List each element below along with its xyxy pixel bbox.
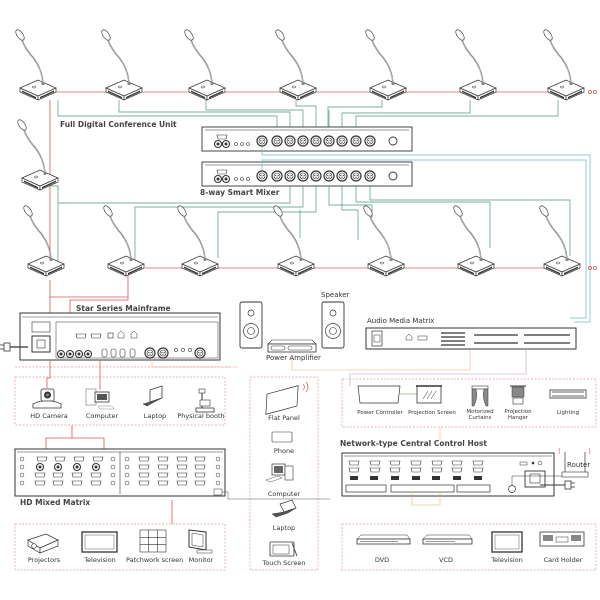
smart-mixer-2: [201, 161, 413, 187]
controlled-devices-group: [341, 378, 597, 428]
input-devices-group: [14, 376, 226, 426]
power-controller-icon: [357, 385, 401, 404]
conference-unit: [182, 27, 226, 101]
matrix-output-link: [349, 348, 527, 386]
laptop-icon-mobile: [271, 499, 297, 518]
label-mainframe: Star Series Mainframe: [76, 304, 171, 313]
label-lighting: Lighting: [556, 410, 580, 416]
matrix-host-link: [222, 491, 330, 500]
vcd-player-icon: [422, 534, 473, 545]
conference-unit: [175, 203, 219, 277]
television-icon: [81, 531, 118, 553]
conference-units-bottom: [21, 203, 581, 277]
label-speaker: Speaker: [321, 291, 350, 299]
dvd-player-icon: [356, 534, 411, 545]
projection-screen-icon: [416, 385, 442, 404]
projector-hanger-icon: [510, 385, 526, 405]
conference-unit: [101, 203, 145, 277]
phone-icon: [271, 431, 293, 443]
label-projection-hanger: Projection Hanger: [504, 409, 532, 421]
monitor-icon: [188, 529, 213, 554]
conference-unit: [453, 27, 497, 101]
label-card-holder: Card Holder: [543, 556, 583, 564]
label-smart-mixer: 8-way Smart Mixer: [200, 188, 280, 197]
display-outputs-group: [14, 523, 226, 571]
mobile-devices-group: [249, 376, 319, 571]
conference-unit: [537, 203, 581, 277]
label-conference-unit: Full Digital Conference Unit: [60, 120, 177, 129]
speaker-right: [321, 301, 345, 349]
label-projection-screen: Projection Screen: [408, 410, 456, 416]
label-motorized-curtains: Motorized Curtains: [466, 409, 494, 421]
label-television-media: Television: [491, 556, 523, 564]
mixer-matrix-links: [261, 147, 591, 323]
conference-unit: [13, 27, 57, 101]
label-projectors: Projectors: [27, 556, 61, 564]
label-hd-camera: HD Camera: [30, 412, 68, 420]
video-wall-icon: [139, 529, 167, 553]
label-control-host: Network-type Central Control Host: [340, 439, 487, 448]
media-sources-group: [341, 523, 597, 571]
conference-unit: [361, 203, 405, 277]
conference-unit-side: [15, 117, 59, 191]
router-icon: [558, 447, 591, 478]
television-icon-media: [491, 531, 523, 553]
label-power-amplifier: Power Amplifier: [266, 354, 321, 362]
label-patchwork-screen: Patchwork screen: [126, 556, 184, 564]
label-power-controller: Power Controller: [357, 410, 403, 416]
conference-unit: [541, 27, 585, 101]
hd-mixed-matrix: [14, 448, 226, 497]
conference-unit: [271, 203, 315, 277]
label-phone: Phone: [273, 447, 295, 455]
conference-unit: [273, 27, 317, 101]
laptop-icon: [142, 385, 163, 407]
conference-unit: [451, 203, 495, 277]
card-holder-icon: [539, 531, 585, 547]
power-amplifier: [267, 339, 317, 353]
label-monitor: Monitor: [188, 556, 214, 564]
audio-media-matrix: [365, 327, 577, 350]
conference-units-top: [13, 27, 585, 101]
conference-unit: [363, 27, 407, 101]
computer-icon: [85, 388, 115, 410]
smart-mixer-1: [201, 126, 413, 152]
touch-screen-icon: [269, 541, 298, 557]
input-links: [45, 360, 173, 524]
label-television: Television: [84, 556, 116, 564]
label-hd-mixed-matrix: HD Mixed Matrix: [20, 498, 91, 507]
label-laptop: Laptop: [143, 412, 167, 420]
label-computer: Computer: [85, 412, 119, 420]
label-vcd: VCD: [439, 556, 453, 564]
camera-icon: [32, 388, 62, 409]
lighting-icon: [549, 389, 587, 399]
curtains-icon: [471, 385, 489, 407]
central-control-host: [341, 452, 575, 497]
tablet-icon: [265, 381, 309, 415]
host-router-link: [511, 475, 566, 485]
label-computer-mobile: Computer: [267, 490, 301, 498]
star-series-mainframe: [0, 312, 221, 361]
document-camera-icon: [195, 388, 215, 413]
conference-unit: [99, 27, 143, 101]
host-media-link: [411, 492, 441, 506]
label-physical-booth: Physical booth: [177, 412, 225, 420]
computer-icon-mobile: [265, 463, 294, 483]
label-router: Router: [567, 461, 591, 469]
label-flat-panel: Flat Panel: [268, 414, 300, 422]
label-touch-screen: Touch Screen: [262, 559, 306, 567]
label-dvd: DVD: [374, 556, 390, 564]
speaker-left: [239, 301, 263, 349]
label-laptop-mobile: Laptop: [272, 524, 296, 532]
projector-icon: [27, 533, 59, 554]
label-audio-matrix: Audio Media Matrix: [367, 317, 435, 325]
